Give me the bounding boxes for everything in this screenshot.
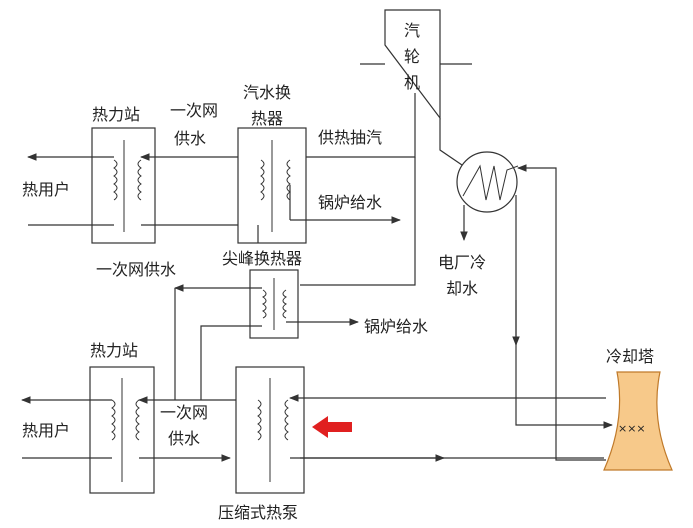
tower-to-condenser-line [517,164,606,461]
condenser [456,151,519,213]
turbine-label-2: 轮 [404,47,420,66]
condenser-to-tower-line [515,195,613,429]
primary-supply-top-label-1: 一次网 [170,101,218,120]
work-input-arrow-icon [312,416,352,438]
extraction-steam-line [294,93,416,161]
steam-hx-label-1: 汽水换 [243,83,291,102]
cooling-tower-label: 冷却塔 [606,347,654,366]
boiler-feed-top-label: 锅炉给水 [318,193,382,212]
plant-cooling-label-2: 却水 [446,279,478,298]
steam-hx-label-2: 热器 [251,109,283,128]
heatpump-to-peak-line [200,325,262,400]
peak-hx-label: 尖峰换热器 [222,249,302,268]
heat-user-bottom-label: 热用户 [22,421,70,440]
primary-supply-mid-label: 一次网供水 [96,260,176,279]
cooling-tower: ××× 冷却塔 [603,347,673,471]
turbine-exhaust-line [439,118,463,166]
heat-station-top: 热力站 [91,105,156,244]
heat-station-top-label: 热力站 [92,105,140,124]
steam-to-peak-line [300,157,416,286]
heat-user-top-label: 热用户 [22,180,70,199]
extraction-steam-label: 供热抽汽 [318,128,382,147]
peak-heat-exchanger: 尖峰换热器 [222,249,302,339]
primary-supply-top-label-2: 供水 [174,129,206,148]
heat-station-bottom: 热力站 [89,341,155,494]
heat-pump-label: 压缩式热泵 [218,503,298,522]
tower-mark: ××× [618,422,646,435]
plant-cooling-label-1: 电厂冷 [438,253,486,272]
heat-station-bottom-label: 热力站 [90,341,138,360]
steam-water-heat-exchanger: 汽水换 热器 [237,83,307,244]
turbine-label-1: 汽 [404,21,420,40]
boiler-feed-mid-label: 锅炉给水 [364,317,428,336]
steam-turbine: 汽 轮 机 [360,9,472,120]
primary-supply-bottom-label-1: 一次网 [160,403,208,422]
compression-heat-pump: 压缩式热泵 [218,366,305,522]
turbine-label-3: 机 [404,73,420,92]
cooling-tower-body [603,371,673,471]
primary-supply-bottom-label-2: 供水 [168,429,200,448]
